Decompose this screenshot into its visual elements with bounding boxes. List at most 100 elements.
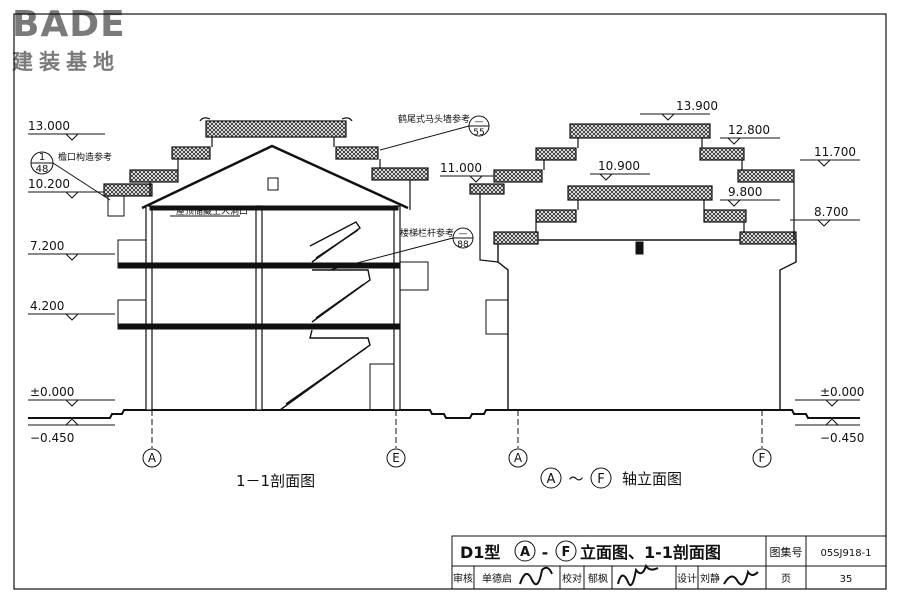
reviewer-name: 单德启 xyxy=(482,572,512,585)
side-annex xyxy=(485,299,509,335)
level-8700: 8.700 xyxy=(814,205,848,219)
door-right xyxy=(369,363,395,411)
level-0000: ±0.000 xyxy=(30,385,74,399)
level-9800: 9.800 xyxy=(728,185,762,199)
level-marker-10200 xyxy=(28,191,105,199)
balcony-lower xyxy=(117,299,147,325)
signature-checker xyxy=(617,563,659,586)
signature-designer xyxy=(723,569,759,586)
axis-label-e-section: E xyxy=(392,451,400,465)
level-4200: 4.200 xyxy=(30,299,64,313)
axis-label-a-elevation: A xyxy=(514,451,523,465)
checker-name: 郁枫 xyxy=(588,572,608,585)
wall-note-num: — xyxy=(475,117,484,127)
caption-axis-from: A xyxy=(547,472,556,487)
caption-axis-to: F xyxy=(597,472,604,487)
axis-bubble-a-section xyxy=(142,448,162,468)
level-marker-11000 xyxy=(440,175,500,183)
axis-label-a-section: A xyxy=(148,451,157,465)
title-axis-2: F xyxy=(562,545,571,560)
level-marker-12800 xyxy=(720,137,780,145)
level-marker-m0450 xyxy=(28,418,115,426)
brand-logo-cn: 建装基地 xyxy=(12,50,120,74)
page-number: 35 xyxy=(840,574,853,585)
fire-wall-section xyxy=(103,117,429,210)
attic-note: 屋顶储藏上人洞口 xyxy=(176,205,248,217)
level-11700: 11.700 xyxy=(814,145,856,159)
ground-line-section xyxy=(28,409,470,419)
level-0000-right: ±0.000 xyxy=(820,385,864,399)
caption-bubble-f xyxy=(590,467,612,489)
level-marker-0000 xyxy=(28,399,115,407)
section-drawing xyxy=(28,115,490,468)
level-7200: 7.200 xyxy=(30,239,64,253)
title-prefix: D1型 xyxy=(460,543,500,562)
axis-bubble-e-section xyxy=(386,448,406,468)
title-suffix: 立面图、1-1剖面图 xyxy=(580,543,721,562)
elevation-caption: 轴立面图 xyxy=(622,470,682,488)
elevation-drawing xyxy=(440,113,860,489)
title-block xyxy=(451,535,887,590)
level-marker-13000 xyxy=(28,133,105,141)
ref-eave-text: 檐口构造参考 xyxy=(58,151,112,163)
title-dash: - xyxy=(542,543,549,562)
level-10200: 10.200 xyxy=(28,177,70,191)
ground-line-elevation xyxy=(456,409,860,419)
signature-reviewer xyxy=(519,566,553,586)
check-label: 校对 xyxy=(562,572,582,585)
axis-label-f-elevation: F xyxy=(759,451,766,465)
caption-bubble-a xyxy=(540,467,562,489)
callout-wall-bubble xyxy=(379,115,490,151)
axis-bubble-a-elevation xyxy=(508,448,528,468)
level-13900: 13.900 xyxy=(676,99,718,113)
callout-eave-bubble xyxy=(30,151,111,201)
level-marker-9800 xyxy=(720,199,780,207)
level-marker-13900 xyxy=(640,113,710,121)
small-window-elevation xyxy=(635,241,644,255)
roof-section xyxy=(141,144,409,210)
review-label: 审核 xyxy=(453,572,473,585)
stair-note-den: 88 xyxy=(457,240,469,250)
section-caption: 1－1剖面图 xyxy=(236,472,315,490)
slab-7200 xyxy=(117,262,401,269)
atlas-number: 05SJ918-1 xyxy=(820,548,871,559)
slab-4200 xyxy=(117,323,401,330)
level-marker-8700 xyxy=(790,219,860,227)
stair-note-text: 楼梯栏杆参考 xyxy=(400,227,454,239)
level-marker-0000-right xyxy=(795,399,860,407)
fire-wall-elevation xyxy=(469,123,797,263)
drawing-frame xyxy=(13,13,887,590)
level-10900: 10.900 xyxy=(598,159,640,173)
level-marker-10900 xyxy=(590,173,650,181)
design-label: 设计 xyxy=(677,572,697,585)
wall-note-den: 55 xyxy=(473,128,484,138)
level-marker-4200 xyxy=(28,313,115,321)
atlas-label: 图集号 xyxy=(770,545,803,559)
stair-note-num: — xyxy=(459,229,468,239)
caption-sep: ～ xyxy=(568,470,583,488)
stair-flights xyxy=(279,221,371,411)
level-12800: 12.800 xyxy=(728,123,770,137)
wall-mid-section xyxy=(255,205,263,411)
ref-eave-num: 1 xyxy=(39,152,45,163)
level-marker-m0450-right xyxy=(795,418,860,426)
level-marker-7200 xyxy=(28,253,115,261)
level-m0450-right: −0.450 xyxy=(820,431,864,445)
gable-vent xyxy=(267,177,279,191)
callout-stair-bubble xyxy=(329,227,474,271)
level-13000: 13.000 xyxy=(28,119,70,133)
wall-note-text: 鹤尾式马头墙参考 xyxy=(398,113,470,125)
brand-logo: BADE xyxy=(12,4,126,45)
title-axis-1: A xyxy=(520,545,530,560)
balcony-upper xyxy=(117,239,147,265)
ref-eave-den: 48 xyxy=(36,164,49,175)
slab-attic xyxy=(149,205,399,211)
wall-a-section xyxy=(145,205,153,411)
elevation-wall xyxy=(497,239,797,410)
level-marker-11700 xyxy=(800,159,860,167)
page-label: 页 xyxy=(781,573,791,585)
designer-name: 刘静 xyxy=(700,572,720,585)
level-11000: 11.000 xyxy=(440,161,482,175)
level-m0450: −0.450 xyxy=(30,431,74,445)
